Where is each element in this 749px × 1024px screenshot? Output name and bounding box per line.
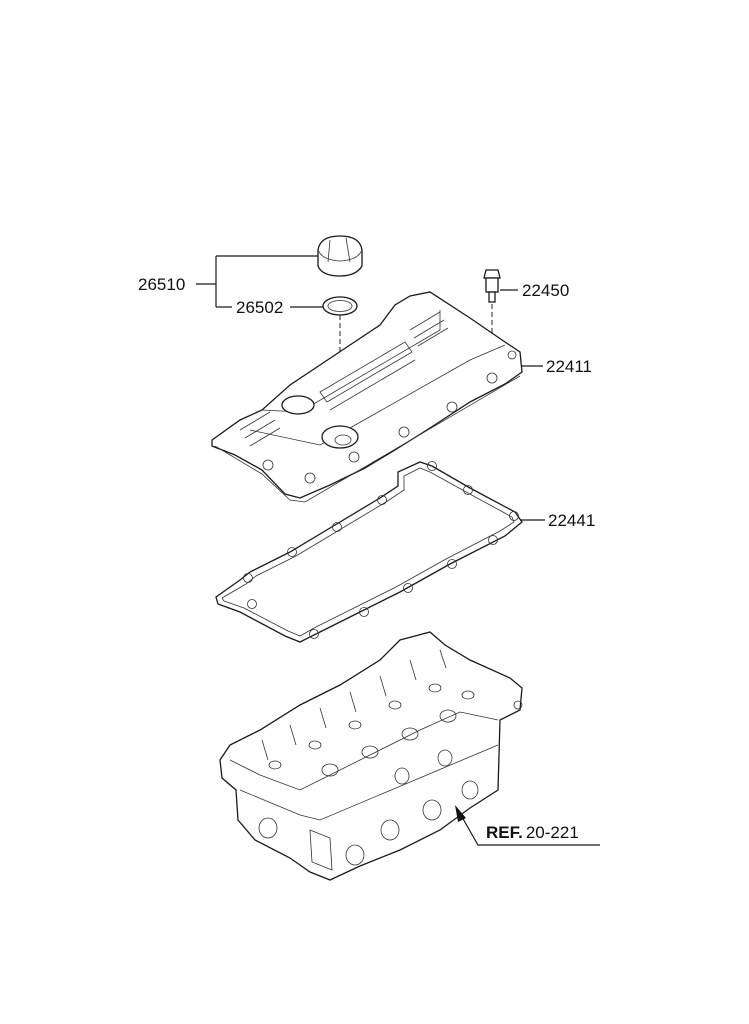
leader-lines [196,255,600,846]
reference-prefix: REF. [486,823,523,842]
rocker-cover[interactable] [211,291,523,503]
cap-gasket-ring[interactable] [322,296,358,316]
oil-filler-cap[interactable] [317,235,363,277]
bolt[interactable] [483,269,501,303]
callout-22450: 22450 [522,281,569,300]
reference-number: 20-221 [526,823,579,842]
callout-22411: 22411 [546,357,592,376]
callout-26510: 26510 [138,275,185,294]
callout-26502: 26502 [236,298,283,317]
cylinder-head[interactable] [219,631,523,881]
reference-label[interactable]: REF.20-221 [486,823,579,842]
rocker-cover-gasket[interactable] [215,461,523,643]
callout-22441: 22441 [548,511,595,530]
brand-logo-emblem [281,395,315,415]
brand-lettering-plate [319,341,413,403]
ref-arrowhead-icon [455,805,466,822]
